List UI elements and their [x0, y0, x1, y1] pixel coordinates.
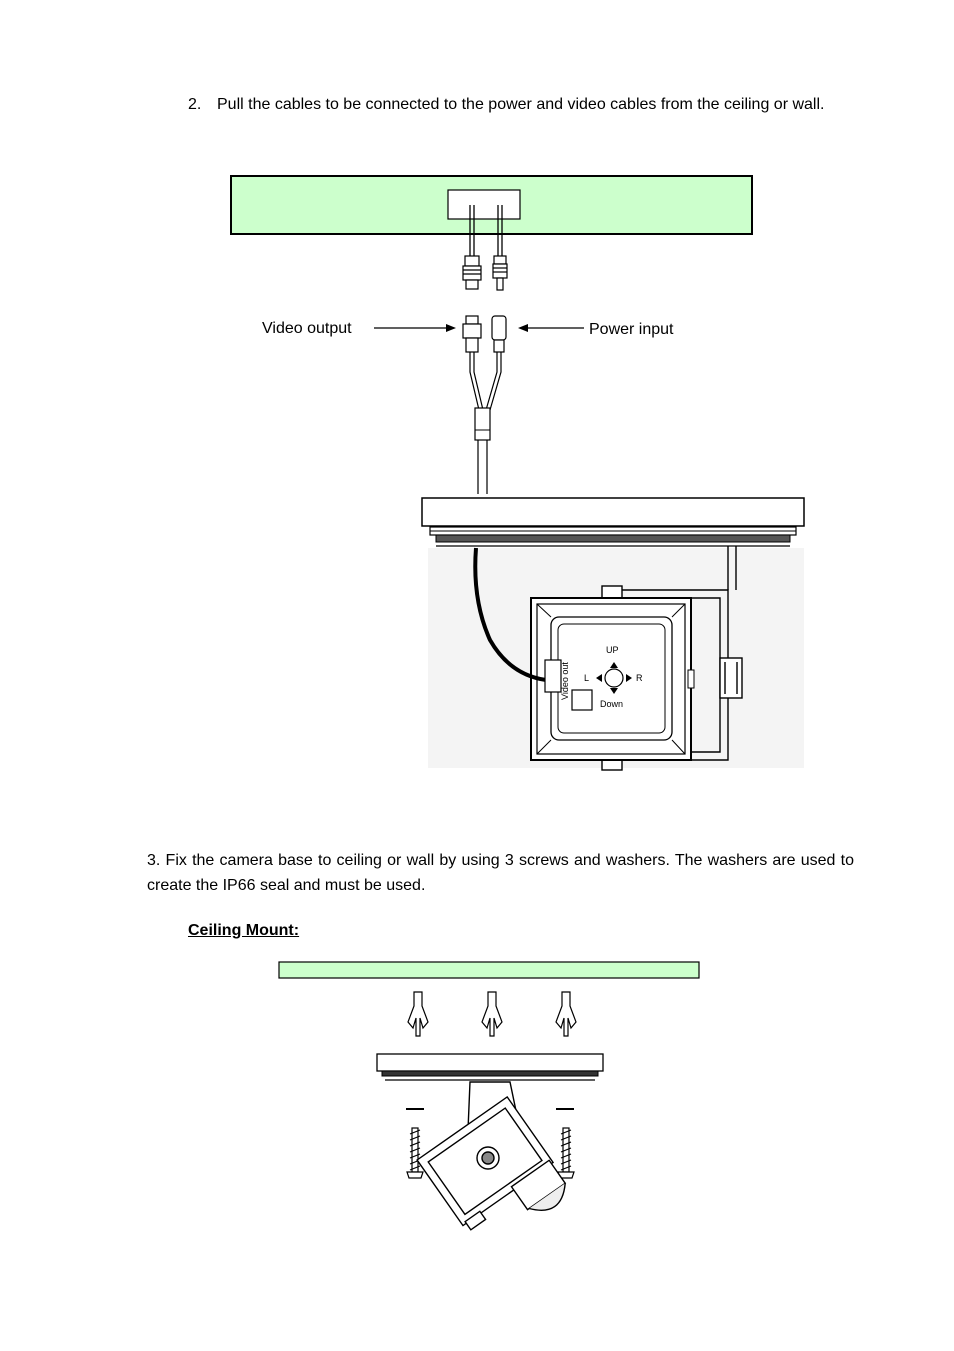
ceiling-mount-heading: Ceiling Mount:: [188, 922, 300, 939]
control-switch: [571, 689, 593, 711]
step-2-number: 2.: [188, 96, 202, 113]
cable-ferrite: [474, 407, 491, 441]
camera-base-plate: [421, 497, 805, 547]
mount-ceiling-panel: [278, 961, 700, 979]
video-output-arrow: [374, 324, 456, 332]
power-input-arrow: [518, 324, 584, 332]
joystick-control: [596, 662, 632, 694]
step-2-instruction: 2. Pull the cables to be connected to the…: [188, 96, 824, 114]
mount-base-plate: [376, 1053, 604, 1081]
ceiling-bnc-connector: [462, 255, 482, 290]
step-2-text: Pull the cables to be connected to the p…: [217, 96, 825, 113]
joystick-down-label: Down: [600, 699, 624, 709]
video-out-port-label: Video out: [560, 662, 570, 700]
ceiling-opening: [447, 189, 521, 220]
wall-plug-icon: [407, 991, 577, 1037]
mounted-camera: [416, 1081, 567, 1231]
step-3-instruction: 3. Fix the camera base to ceiling or wal…: [147, 852, 854, 894]
joystick-right-label: R: [636, 673, 643, 683]
video-output-label: Video output: [262, 320, 352, 337]
video-out-port: [544, 659, 562, 693]
camera-bnc-connector: [462, 315, 482, 353]
joystick-left-label: L: [584, 673, 590, 683]
ceiling-power-connector: [492, 255, 508, 291]
power-input-label: Power input: [589, 321, 674, 338]
joystick-up-label: UP: [606, 645, 619, 655]
camera-power-connector: [491, 315, 507, 353]
